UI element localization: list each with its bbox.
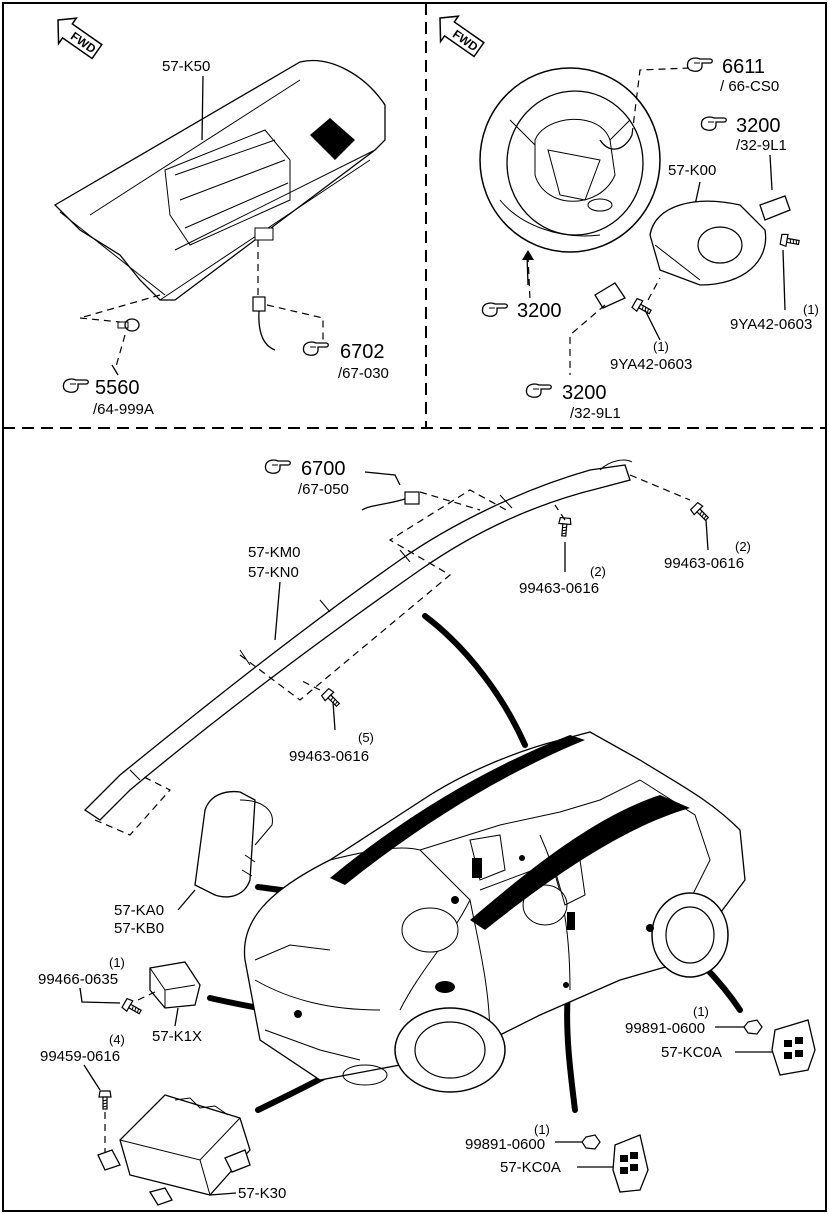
side-sensor-57-kc0a-bottom [612, 1134, 649, 1193]
label-57-kc0a-bottom: 57-KC0A [500, 1159, 561, 1176]
part-f6: 99466-0635 [38, 971, 118, 988]
fwd-arrow-left: FWD [57, 17, 103, 60]
bolt-99466-0635 [120, 997, 144, 1018]
part-f4: 99463-0616 [664, 555, 744, 572]
label-57-kn0: 57-KN0 [248, 564, 299, 581]
curtain-airbag-57-km0 [83, 459, 633, 821]
leader-curtain [422, 613, 528, 748]
ref-6611-sub: / 66-CS0 [720, 78, 779, 95]
part-f1: 9YA42-0603 [730, 316, 812, 333]
qty-f2: (1) [653, 339, 669, 354]
bolt-99463-center [557, 516, 572, 538]
connector-6700 [361, 471, 420, 511]
qty-f8: (1) [693, 1004, 709, 1019]
fwd-arrow-right: FWD [439, 15, 485, 58]
label-57-km0: 57-KM0 [248, 544, 301, 561]
passenger-airbag-module-57-k50 [53, 60, 386, 301]
part-f8: 99891-0600 [625, 1020, 705, 1037]
ref-3200-bottom-sub: /32-9L1 [570, 405, 621, 422]
ref-3200-bottom: 3200 [562, 382, 607, 404]
front-sensor-57-k1x [149, 961, 201, 1009]
ref-6700: 6700 [301, 458, 346, 480]
nut-99891-right [743, 1019, 763, 1035]
label-57-kb0: 57-KB0 [114, 920, 164, 937]
side-airbag-57-ka0 [194, 790, 273, 898]
bracket-3200-mid [594, 282, 626, 309]
qty-f6: (1) [109, 955, 125, 970]
part-f2: 9YA42-0603 [610, 356, 692, 373]
bolt-99459-0616 [98, 1090, 112, 1110]
bolt-99463-lower [320, 687, 343, 710]
label-57-ka0: 57-KA0 [114, 902, 164, 919]
part-f9: 99891-0600 [465, 1136, 545, 1153]
leader-bottom-sensor [564, 987, 578, 1113]
label-57-k00: 57-K00 [668, 162, 716, 179]
bracket-3200-top [759, 195, 791, 221]
ref-5560-sub: /64-999A [93, 401, 154, 418]
side-sensor-57-kc0a-right [771, 1019, 816, 1076]
part-f7: 99459-0616 [40, 1048, 120, 1065]
ref-6702: 6702 [340, 341, 385, 363]
ref-3200-top: 3200 [736, 115, 781, 137]
nut-99891-bottom [581, 1134, 601, 1150]
ref-5560: 5560 [95, 377, 140, 399]
ref-3200-top-sub: /32-9L1 [736, 137, 787, 154]
part-f5: 99463-0616 [289, 748, 369, 765]
qty-f3: (2) [590, 564, 606, 579]
label-57-k50: 57-K50 [162, 58, 210, 75]
ref-3200-mid: 3200 [517, 300, 562, 322]
qty-f5: (5) [358, 730, 374, 745]
bolt-9ya42-right [779, 232, 801, 249]
qty-f4: (2) [735, 539, 751, 554]
label-57-k30: 57-K30 [238, 1185, 286, 1202]
clip-5560 [117, 318, 140, 332]
driver-airbag-57-k00 [649, 200, 767, 286]
qty-f9: (1) [534, 1122, 550, 1137]
airbag-control-module-57-k30 [97, 1094, 251, 1206]
part-f3: 99463-0616 [519, 580, 599, 597]
bolt-99463-right [689, 501, 712, 524]
label-57-k1x: 57-K1X [152, 1028, 202, 1045]
label-57-kc0a-right: 57-KC0A [661, 1044, 722, 1061]
ref-6611: 6611 [722, 56, 765, 78]
ref-6702-sub: /67-030 [338, 365, 389, 382]
steering-wheel [479, 67, 661, 253]
connector-6702 [252, 296, 276, 351]
qty-f7: (4) [109, 1032, 125, 1047]
bolt-9ya42-left [630, 297, 654, 318]
qty-f1: (1) [803, 302, 819, 317]
ref-6700-sub: /67-050 [298, 481, 349, 498]
